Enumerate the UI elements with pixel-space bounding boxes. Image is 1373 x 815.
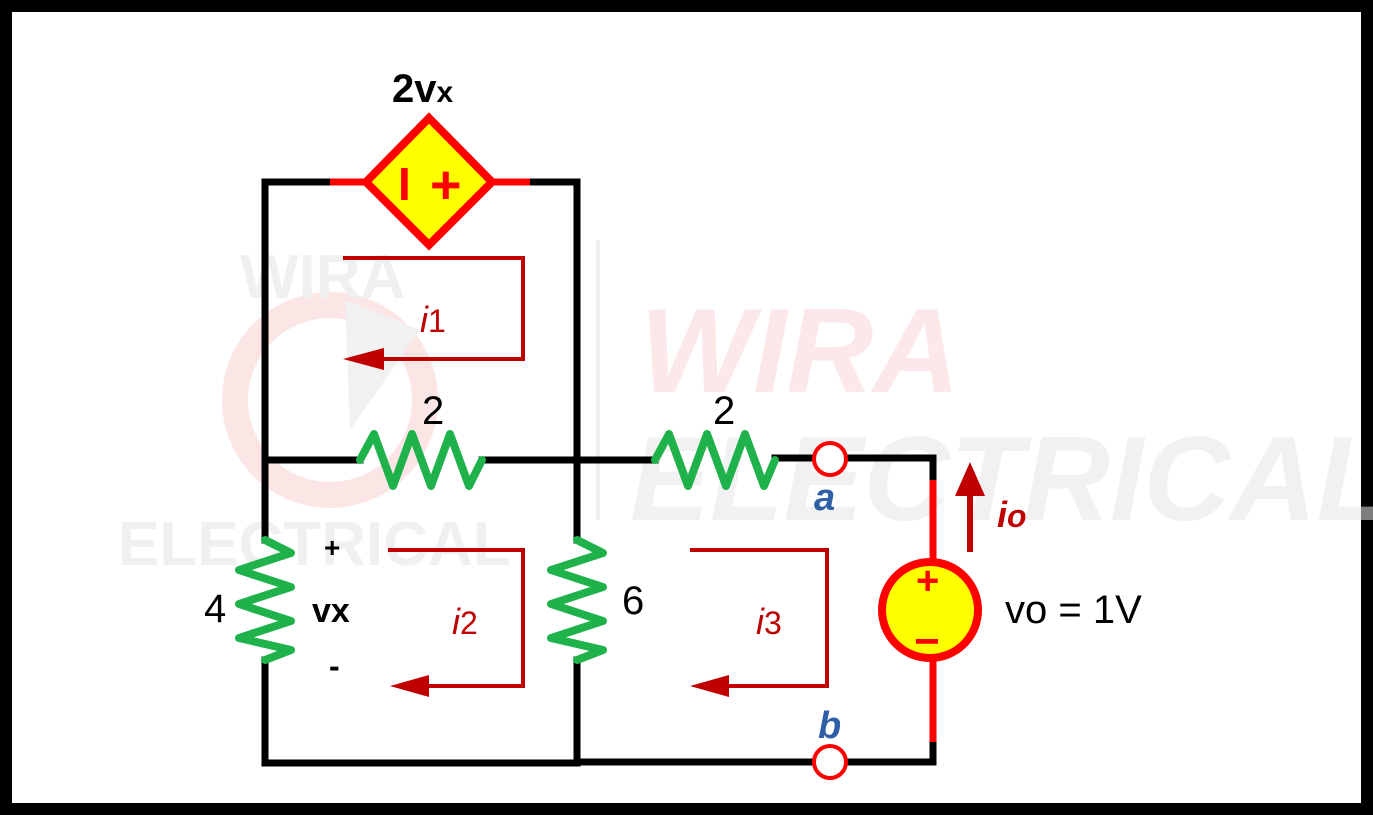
- mesh-1-loop: [343, 256, 525, 361]
- dep-source-label: 2vx: [392, 67, 454, 111]
- vx-label: vx: [312, 592, 350, 630]
- resistor-middle: [547, 536, 607, 664]
- io-arrowhead: [955, 462, 985, 496]
- dep-source-minus: I: [398, 158, 411, 210]
- mesh-1-arrowhead: [343, 348, 384, 370]
- wires: [261, 178, 937, 767]
- watermark: WIRA ELECTRICAL WIRA ELECTRICAL: [118, 240, 1373, 579]
- source-wires: [330, 178, 937, 742]
- resistor-left: [235, 536, 295, 664]
- vo-source-plus: +: [916, 559, 939, 603]
- dep-source-plus: +: [430, 155, 462, 215]
- output-voltage-source: + −: [878, 558, 982, 666]
- io-label: io: [997, 494, 1027, 535]
- vo-value-label: vo = 1V: [1005, 588, 1142, 632]
- resistor-top-right: [651, 430, 779, 490]
- watermark-small-bottom: ELECTRICAL: [118, 510, 511, 579]
- resistors: [235, 430, 779, 664]
- wire-b-to-source: [844, 738, 937, 766]
- wire-bottom-left: [261, 656, 581, 767]
- vo-source-circle: [878, 558, 982, 662]
- resistor-top-right-value: 2: [713, 389, 735, 433]
- resistor-top-left-value: 2: [422, 389, 444, 433]
- watermark-large-top: WIRA: [640, 284, 960, 418]
- vo-source-minus: −: [914, 617, 940, 666]
- dependent-voltage-source: I + 2vx: [360, 67, 498, 251]
- vx-plus: +: [324, 532, 340, 563]
- mesh-2-arrowhead: [390, 675, 429, 697]
- terminal-b: [812, 744, 848, 780]
- wire-top-right: [526, 178, 581, 544]
- mesh-arrows: [343, 256, 829, 688]
- vx-minus: -: [329, 648, 340, 684]
- mesh-1-label: i1: [420, 299, 446, 340]
- watermark-logo-ring: [222, 292, 438, 508]
- io-current-arrow: [955, 462, 985, 552]
- mesh-3-arrowhead: [690, 675, 729, 697]
- wire-top-left: [261, 178, 334, 544]
- resistor-left-value: 4: [204, 587, 226, 631]
- terminal-a-label: a: [814, 477, 835, 519]
- terminal-a: [812, 441, 848, 477]
- dep-source-diamond: [360, 112, 498, 251]
- mesh-2-loop: [388, 548, 525, 688]
- mesh-3-loop: [690, 548, 829, 688]
- mesh-arrowheads: [343, 348, 729, 697]
- terminal-b-label: b: [818, 705, 841, 747]
- resistor-middle-value: 6: [622, 579, 644, 623]
- resistor-top-left: [356, 430, 486, 490]
- watermark-large-bottom: ELECTRICAL: [630, 412, 1373, 546]
- mesh-3-label: i3: [756, 601, 782, 642]
- mesh-2-label: i2: [452, 601, 478, 642]
- wire-a-to-source: [844, 454, 937, 484]
